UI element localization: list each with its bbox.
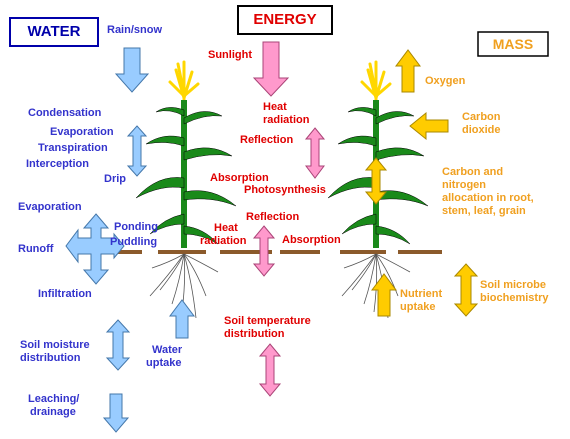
label-puddling: Puddling	[110, 236, 158, 248]
label-leaching-1: Leaching/	[28, 393, 80, 405]
label-condensation: Condensation	[28, 107, 102, 119]
arrow-rain-down	[114, 47, 150, 93]
arrow-water-uptake	[169, 299, 195, 339]
label-evaporation-top: Evaporation	[50, 126, 114, 138]
label-reflection-top: Reflection	[240, 134, 294, 146]
label-interception: Interception	[26, 158, 89, 170]
label-runoff: Runoff	[18, 243, 54, 255]
arrow-oxygen-up	[395, 49, 421, 93]
label-oxygen: Oxygen	[425, 75, 466, 87]
label-microbe-2: biochemistry	[480, 292, 549, 304]
corn-plant-left	[135, 60, 237, 248]
label-reflection-mid: Reflection	[246, 211, 300, 223]
label-soil-temp-1: Soil temperature	[224, 315, 311, 327]
label-cn-2: nitrogen	[442, 179, 486, 191]
label-heat-radiation-mid-2: radiation	[200, 235, 247, 247]
label-infiltration: Infiltration	[38, 288, 92, 300]
tassel-left	[168, 60, 200, 102]
arrow-water-cross	[65, 213, 125, 285]
label-heat-radiation-top-1: Heat	[263, 101, 287, 113]
label-microbe-1: Soil microbe	[480, 279, 547, 291]
label-cn-1: Carbon and	[442, 166, 504, 178]
label-co2-1: Carbon	[462, 111, 501, 123]
label-heat-radiation-top-2: radiation	[263, 114, 310, 126]
label-transpiration: Transpiration	[38, 142, 108, 154]
arrow-nutrient-up	[371, 273, 397, 317]
label-cn-4: stem, leaf, grain	[442, 205, 526, 217]
mass-header-box	[477, 31, 549, 57]
label-cn-3: allocation in root,	[442, 192, 534, 204]
label-absorption-mid: Absorption	[282, 234, 341, 246]
arrow-microbe-double	[453, 263, 479, 317]
label-rain-snow: Rain/snow	[107, 24, 163, 36]
arrow-reflection-double	[304, 127, 326, 179]
soil-surface	[102, 250, 442, 254]
label-soil-moisture-2: distribution	[20, 352, 81, 364]
label-leaching-2: drainage	[30, 406, 76, 418]
label-ponding: Ponding	[114, 221, 158, 233]
energy-header-box	[237, 5, 333, 35]
arrow-cn-allocation-double	[364, 157, 388, 205]
label-nutrient-2: uptake	[400, 301, 436, 313]
label-photosynthesis: Photosynthesis	[244, 184, 326, 196]
water-header: WATER	[27, 23, 81, 40]
label-evaporation-soil: Evaporation	[18, 201, 82, 213]
label-absorption-top: Absorption	[210, 172, 269, 184]
corn-plant-right	[327, 60, 429, 248]
arrow-soil-temp-double	[258, 343, 282, 397]
arrow-evapotranspiration-double	[126, 125, 148, 177]
energy-header: ENERGY	[253, 11, 317, 28]
label-soil-temp-2: distribution	[224, 328, 285, 340]
water-header-box	[9, 17, 99, 47]
arrow-leaching-down	[102, 393, 130, 433]
label-water-uptake-1: Water	[152, 344, 183, 356]
arrow-soil-heat-double	[252, 225, 276, 277]
label-co2-2: dioxide	[462, 124, 501, 136]
label-heat-radiation-mid-1: Heat	[214, 222, 238, 234]
label-drip: Drip	[104, 173, 126, 185]
mass-header: MASS	[492, 36, 534, 52]
label-soil-moisture-1: Soil moisture	[20, 339, 90, 351]
arrow-sunlight-down	[252, 41, 290, 97]
arrow-soil-moisture-double	[105, 319, 131, 371]
tassel-right	[360, 60, 392, 102]
label-sunlight: Sunlight	[208, 49, 252, 61]
arrow-co2-left	[409, 111, 449, 141]
label-water-uptake-2: uptake	[146, 357, 182, 369]
label-nutrient-1: Nutrient	[400, 288, 443, 300]
